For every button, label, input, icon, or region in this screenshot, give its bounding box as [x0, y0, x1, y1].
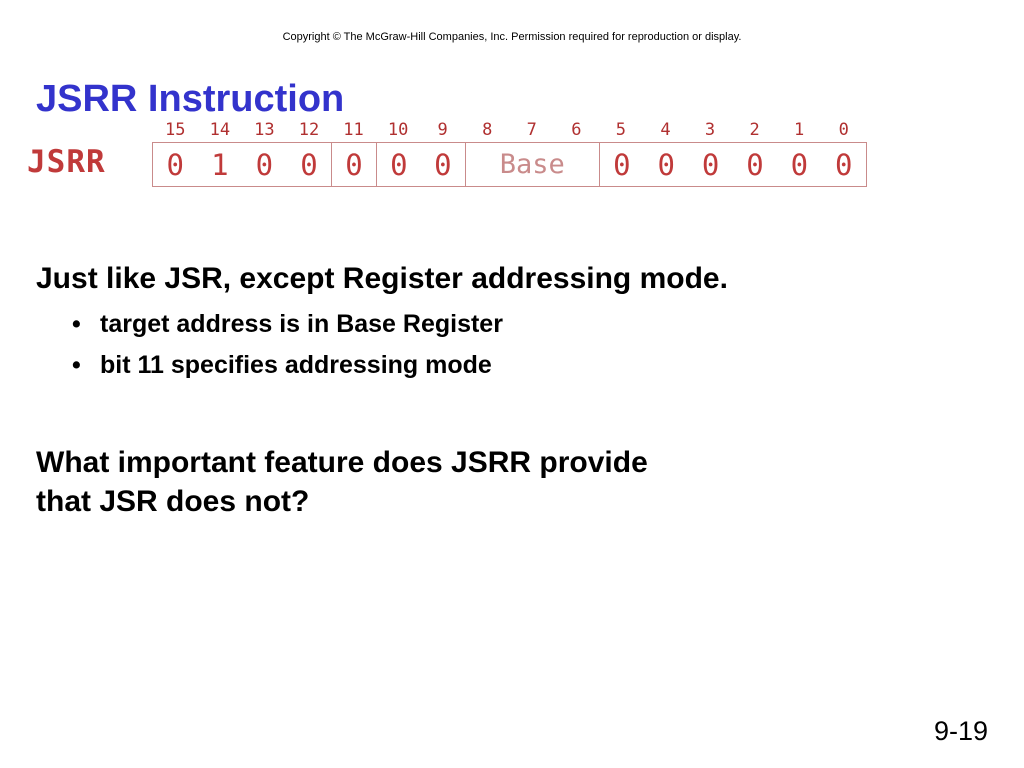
bit-number: 11 [343, 120, 364, 140]
bullet-text: target address is in Base Register [100, 310, 503, 338]
bit-number: 7 [526, 120, 537, 140]
bit-value: 0 [345, 147, 363, 182]
bit-value: 0 [255, 147, 274, 182]
bit-number: 13 [254, 120, 275, 140]
slide-title: JSRR Instruction [36, 78, 345, 120]
bit-value: 0 [434, 147, 452, 182]
field-base-register: Base [464, 143, 599, 186]
bit-number: 8 [482, 120, 493, 140]
field-label: Base [499, 149, 565, 180]
bit-value: 0 [790, 147, 809, 182]
opcode-name: JSRR [27, 144, 106, 180]
bit-value: 0 [701, 147, 720, 182]
bit-number: 5 [615, 120, 627, 140]
bit-value: 0 [835, 147, 853, 182]
bit-value: 0 [390, 147, 408, 182]
bit-number: 6 [571, 120, 582, 140]
bit-number: 12 [298, 120, 320, 140]
bit-number: 1 [794, 120, 805, 140]
field-bits: 0 [331, 143, 376, 186]
main-statement: Just like JSR, except Register addressin… [36, 262, 728, 295]
bit-value: 0 [300, 147, 318, 182]
bit-value: 0 [166, 147, 185, 182]
question-line-2: that JSR does not? [36, 485, 310, 518]
bullet-item: • target address is in Base Register [72, 309, 503, 350]
bit-number: 0 [838, 120, 849, 140]
bullet-dot: • [72, 310, 81, 338]
bullet-list: • target address is in Base Register • bit… [72, 309, 503, 391]
copyright-notice: Copyright © The McGraw-Hill Companies, I… [282, 31, 742, 43]
bit-number: 14 [209, 120, 231, 140]
bullet-item: • bit 11 specifies addressing mode [72, 350, 503, 391]
bit-value: 0 [746, 147, 764, 182]
bit-number: 2 [749, 120, 760, 140]
bit-number: 10 [387, 120, 409, 140]
slide-number: 9-19 [933, 716, 988, 746]
bit-number: 9 [437, 120, 448, 140]
bit-number: 15 [165, 120, 186, 140]
question-line-1: What important feature does JSRR provide [36, 446, 648, 479]
bit-value: 0 [657, 147, 675, 182]
bullet-dot: • [72, 351, 81, 379]
bit-value: 1 [211, 147, 229, 182]
bit-number: 4 [660, 120, 671, 140]
bullet-text: bit 11 specifies addressing mode [100, 351, 492, 379]
bit-value: 0 [613, 147, 631, 182]
bit-number: 3 [704, 120, 716, 140]
question: What important feature does JSRR provide… [36, 443, 648, 521]
